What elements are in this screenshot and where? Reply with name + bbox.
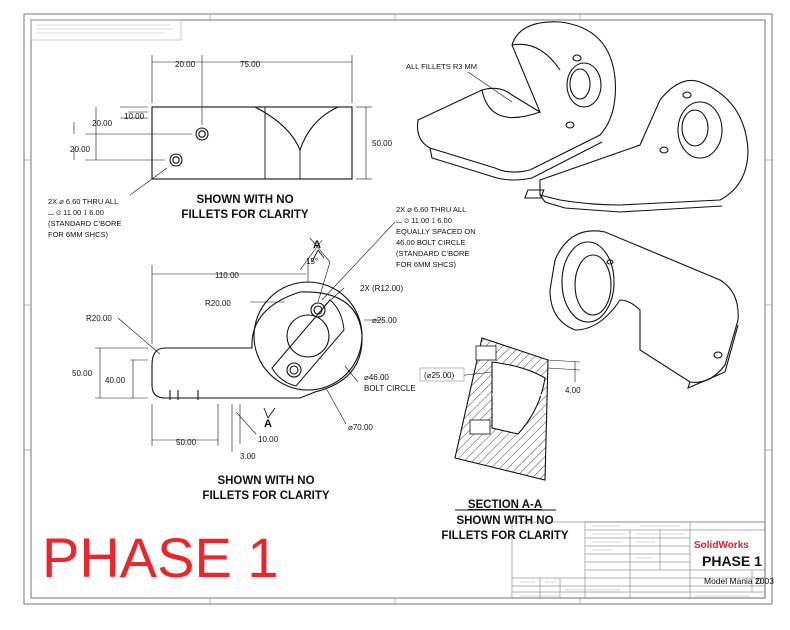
- section-mark-top: A: [313, 239, 321, 251]
- svg-text:46.00 BOLT CIRCLE: 46.00 BOLT CIRCLE: [396, 238, 465, 247]
- iso-view-3: [549, 230, 739, 389]
- title-block-rev: D: [756, 577, 762, 586]
- dim-50-horiz: 50.00: [176, 438, 197, 447]
- svg-text:(STANDARD C'BORE: (STANDARD C'BORE: [396, 249, 469, 258]
- dim-40-vert: 40.00: [105, 376, 126, 385]
- title-block-fine-print: [520, 525, 750, 597]
- dim-3: 3.00: [240, 452, 256, 461]
- top-view-curve: [254, 106, 339, 152]
- front-view-flange: [271, 299, 345, 387]
- svg-text:EQUALLY SPACED ON: EQUALLY SPACED ON: [396, 227, 476, 236]
- iso-view-2: [524, 79, 749, 213]
- dim-angle: 15°: [306, 257, 318, 266]
- front-view-bore: [286, 314, 330, 358]
- dim-r20-left: R20.00: [86, 314, 112, 323]
- svg-text:(STANDARD C'BORE: (STANDARD C'BORE: [48, 219, 121, 228]
- dim-top-20: 20.00: [175, 60, 196, 69]
- section-caption-line2: FILLETS FOR CLARITY: [441, 530, 568, 542]
- svg-text:2X ⌀ 6.60 THRU ALL: 2X ⌀ 6.60 THRU ALL: [396, 205, 466, 214]
- front-view-profile: [151, 291, 363, 399]
- phase-label: PHASE 1: [42, 526, 279, 589]
- dim-top-75: 75.00: [240, 60, 261, 69]
- section-dim-25: (⌀25.00): [419, 367, 465, 382]
- top-view-caption-line1: SHOWN WITH NO: [196, 194, 293, 206]
- top-hole-note: 2X ⌀ 6.60 THRU ALL ⌴ ⌀ 11.00 ↧ 6.00 (STA…: [48, 197, 121, 239]
- section-dim-4: 4.00: [565, 386, 581, 395]
- top-view-hole-lower: [169, 153, 183, 167]
- svg-text:⌴ ⌀ 11.00 ↧ 6.00: ⌴ ⌀ 11.00 ↧ 6.00: [48, 208, 104, 217]
- front-view-hole-1: [310, 302, 326, 318]
- top-view-hole-upper: [195, 127, 209, 141]
- top-view-caption-line2: FILLETS FOR CLARITY: [181, 209, 308, 221]
- dim-r20-top: R20.00: [205, 299, 231, 308]
- dim-top-20b: 20.00: [92, 119, 113, 128]
- dim-10: 10.00: [258, 435, 279, 444]
- front-view-boss: [253, 281, 363, 391]
- dim-d25: ⌀25.00: [372, 316, 397, 325]
- section-caption-line1: SHOWN WITH NO: [456, 515, 553, 527]
- section-view: [439, 337, 581, 481]
- dim-r12: 2X (R12.00): [360, 284, 403, 293]
- front-hole-note: 2X ⌀ 6.60 THRU ALL ⌴ ⌀ 11.00 ↧ 6.00 EQUA…: [396, 205, 476, 269]
- dim-d70: ⌀70.00: [348, 423, 373, 432]
- svg-text:2X ⌀ 6.60 THRU ALL: 2X ⌀ 6.60 THRU ALL: [48, 197, 118, 206]
- svg-text:FOR 6MM SHCS): FOR 6MM SHCS): [48, 230, 109, 239]
- section-title: SECTION A-A: [468, 499, 542, 511]
- title-block: [511, 521, 766, 599]
- proprietary-notice: [30, 19, 182, 41]
- front-view-caption-line1: SHOWN WITH NO: [217, 475, 314, 487]
- dim-top-10: 10.00: [124, 112, 145, 121]
- dim-50-vert: 50.00: [72, 369, 93, 378]
- dim-top-20c: 20.00: [70, 145, 91, 154]
- dim-d46: ⌀46.00: [364, 373, 389, 382]
- front-view: [95, 221, 396, 452]
- iso-view-1: [416, 21, 616, 181]
- top-view: [73, 55, 372, 196]
- svg-text:⌴ ⌀ 11.00 ↧ 6.00: ⌴ ⌀ 11.00 ↧ 6.00: [396, 216, 452, 225]
- dim-bolt-circle: BOLT CIRCLE: [364, 384, 416, 393]
- iso-fillet-note: ALL FILLETS R3 MM: [406, 62, 477, 71]
- front-view-hole-2: [286, 362, 302, 378]
- top-view-body: [151, 106, 353, 180]
- sheet-inner-border: [30, 19, 766, 599]
- title-block-dwg-name: Model Mania 2003: [704, 576, 774, 586]
- sheet-border: [23, 13, 773, 605]
- section-mark-bottom: A: [264, 418, 272, 430]
- zone-ticks: [24, 14, 772, 604]
- title-block-title: PHASE 1: [702, 553, 762, 569]
- svg-text:(⌀25.00): (⌀25.00): [424, 371, 455, 380]
- dim-110: 110.00: [215, 271, 239, 280]
- solidworks-brand: SolidWorks: [694, 540, 749, 551]
- dim-top-50: 50.00: [372, 139, 393, 148]
- iso-note-leader: [467, 71, 513, 103]
- svg-text:FOR 6MM SHCS): FOR 6MM SHCS): [396, 260, 457, 269]
- front-view-caption-line2: FILLETS FOR CLARITY: [202, 490, 329, 502]
